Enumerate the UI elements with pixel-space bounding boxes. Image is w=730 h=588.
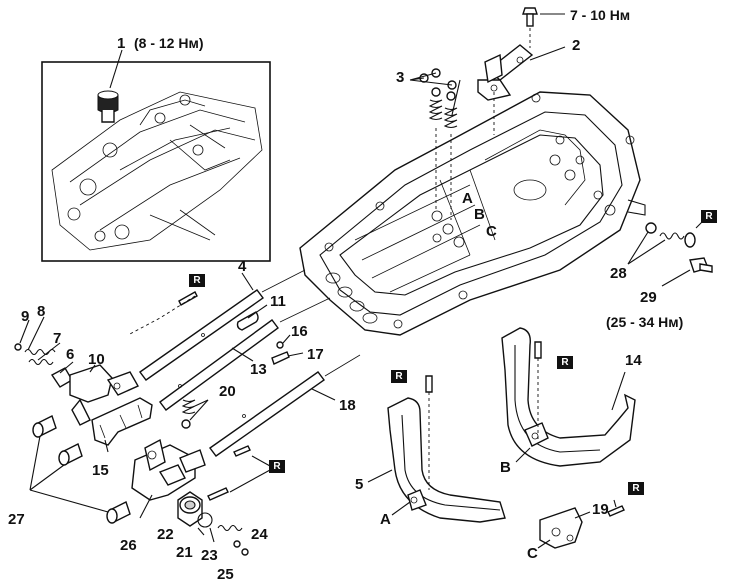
label-part-14: 14 <box>625 352 642 369</box>
label-part-15: 15 <box>92 462 109 479</box>
label-part-21: 21 <box>176 544 193 561</box>
label-part-19: 19 <box>592 501 609 518</box>
label-part-10: 10 <box>88 351 105 368</box>
inset-box <box>41 49 271 262</box>
label-part-25: 25 <box>217 566 234 583</box>
valve-body-housing <box>299 91 646 336</box>
label-part-13: 13 <box>250 361 267 378</box>
part-27-plugs <box>29 415 131 524</box>
letter-c-block: C <box>527 545 538 562</box>
label-part-16: 16 <box>291 323 308 340</box>
letter-b-housing: B <box>474 206 485 223</box>
letter-c-housing: C <box>486 223 497 240</box>
letter-b-fork: B <box>500 459 511 476</box>
label-part-7: 7 <box>53 330 62 347</box>
label-part-27: 27 <box>8 511 25 528</box>
shafts <box>139 269 361 457</box>
label-part-11: 11 <box>270 293 286 310</box>
detent-assembly <box>14 316 139 426</box>
r-badge-14: R <box>557 356 573 369</box>
label-part-22: 22 <box>157 526 174 543</box>
r-badge-26: R <box>269 460 285 473</box>
label-part-24: 24 <box>251 526 268 543</box>
torque-part-1: (8 - 12 Нм) <box>134 35 204 51</box>
label-part-28: 28 <box>610 265 627 282</box>
letter-a-fork: A <box>380 511 391 528</box>
label-part-6: 6 <box>66 346 75 363</box>
pins <box>127 291 304 501</box>
label-part-2: 2 <box>572 37 581 54</box>
label-part-18: 18 <box>339 397 356 414</box>
label-part-8: 8 <box>37 303 46 320</box>
part-2-bracket <box>477 7 566 135</box>
r-badge-19: R <box>628 482 644 495</box>
label-part-4: 4 <box>238 258 247 275</box>
label-part-20: 20 <box>219 383 236 400</box>
label-part-5: 5 <box>355 476 364 493</box>
fork-14 <box>501 327 636 467</box>
torque-part-29: (25 - 34 Нм) <box>606 314 684 330</box>
block-19 <box>537 499 625 549</box>
label-part-17: 17 <box>307 346 324 363</box>
label-part-23: 23 <box>201 547 218 564</box>
label-part-9: 9 <box>21 308 30 325</box>
label-part-26: 26 <box>120 537 137 554</box>
r-badge-28: R <box>701 210 717 223</box>
small-parts <box>177 491 249 556</box>
part-3-balls-springs <box>409 68 461 220</box>
fork-5 <box>367 375 506 523</box>
label-part-29: 29 <box>640 289 657 306</box>
levers <box>91 397 209 519</box>
r-badge-4: R <box>189 274 205 287</box>
label-part-1: 1 <box>117 35 126 52</box>
torque-top-bolt: 7 - 10 Нм <box>570 7 631 23</box>
r-badge-5: R <box>391 370 407 383</box>
parts-28-29 <box>627 221 713 287</box>
label-part-3: 3 <box>396 69 405 86</box>
letter-a-housing: A <box>462 190 473 207</box>
